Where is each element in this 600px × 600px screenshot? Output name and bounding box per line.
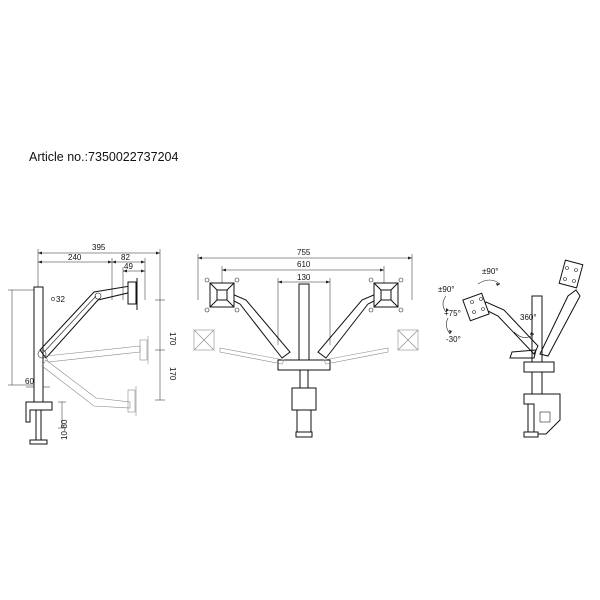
- side-view-arrowheads: [38, 251, 160, 273]
- side-clamp-screw: [35, 409, 42, 441]
- dim-60-label: 60: [25, 377, 34, 386]
- tilt-up-75-label: +75°: [444, 309, 461, 318]
- rotation-arrows: [442, 279, 535, 338]
- front-right-vesa-plate: [368, 277, 404, 313]
- side-view-drawing: [8, 249, 165, 445]
- swivel-90-label: ±90°: [482, 267, 499, 276]
- dim-10-80-label: 10-80: [60, 419, 69, 440]
- front-view-arrowheads: [198, 256, 412, 284]
- rotate-360-label: 360°: [520, 313, 537, 322]
- front-right-arm: [317, 293, 381, 359]
- front-ghost-vesa-plates: [193, 329, 419, 351]
- dim-755-label: 755: [297, 248, 311, 257]
- dim-170-bottom-label: 170: [168, 367, 177, 381]
- dim-170-top-label: 170: [168, 332, 177, 346]
- rotation-right-vesa-plate: [558, 259, 584, 289]
- side-arm-raised: [39, 285, 133, 359]
- rotation-right-arm: [539, 289, 581, 357]
- side-arm-lowered-ghost: [41, 359, 131, 409]
- article-number: Article no.:7350022737204: [29, 150, 179, 164]
- rotation-pole: [531, 295, 543, 367]
- side-view-dimension-lines: [8, 249, 165, 429]
- rotation-left-arm: [481, 301, 539, 355]
- dim-49-label: 49: [124, 262, 133, 271]
- dim-82-label: 82: [121, 253, 130, 262]
- front-base-bar: [277, 359, 331, 371]
- tilt-90-label: ±90°: [438, 285, 455, 294]
- dim-130-label: 130: [297, 273, 311, 282]
- side-clamp: [25, 401, 53, 423]
- side-monitor-plate: [127, 281, 137, 305]
- front-clamp: [291, 387, 317, 411]
- front-pole: [298, 283, 310, 365]
- side-arm-level-ghost: [45, 345, 141, 363]
- rotation-view-drawing: [442, 259, 584, 438]
- rotation-clamp: [523, 393, 561, 435]
- rotation-left-vesa-plate: [462, 292, 490, 322]
- front-left-vesa-plate: [204, 277, 240, 313]
- side-pole: [33, 286, 44, 403]
- dim-395-label: 395: [92, 243, 106, 252]
- side-clamp-knob: [29, 439, 48, 445]
- front-left-arm: [227, 293, 291, 359]
- front-view-drawing: [193, 254, 419, 438]
- front-view-dimension-lines: [197, 254, 413, 345]
- dim-240-label: 240: [68, 253, 82, 262]
- angle-32-label: 32: [56, 295, 65, 304]
- dim-610-label: 610: [297, 260, 311, 269]
- tilt-down-30-label: -30°: [446, 335, 461, 344]
